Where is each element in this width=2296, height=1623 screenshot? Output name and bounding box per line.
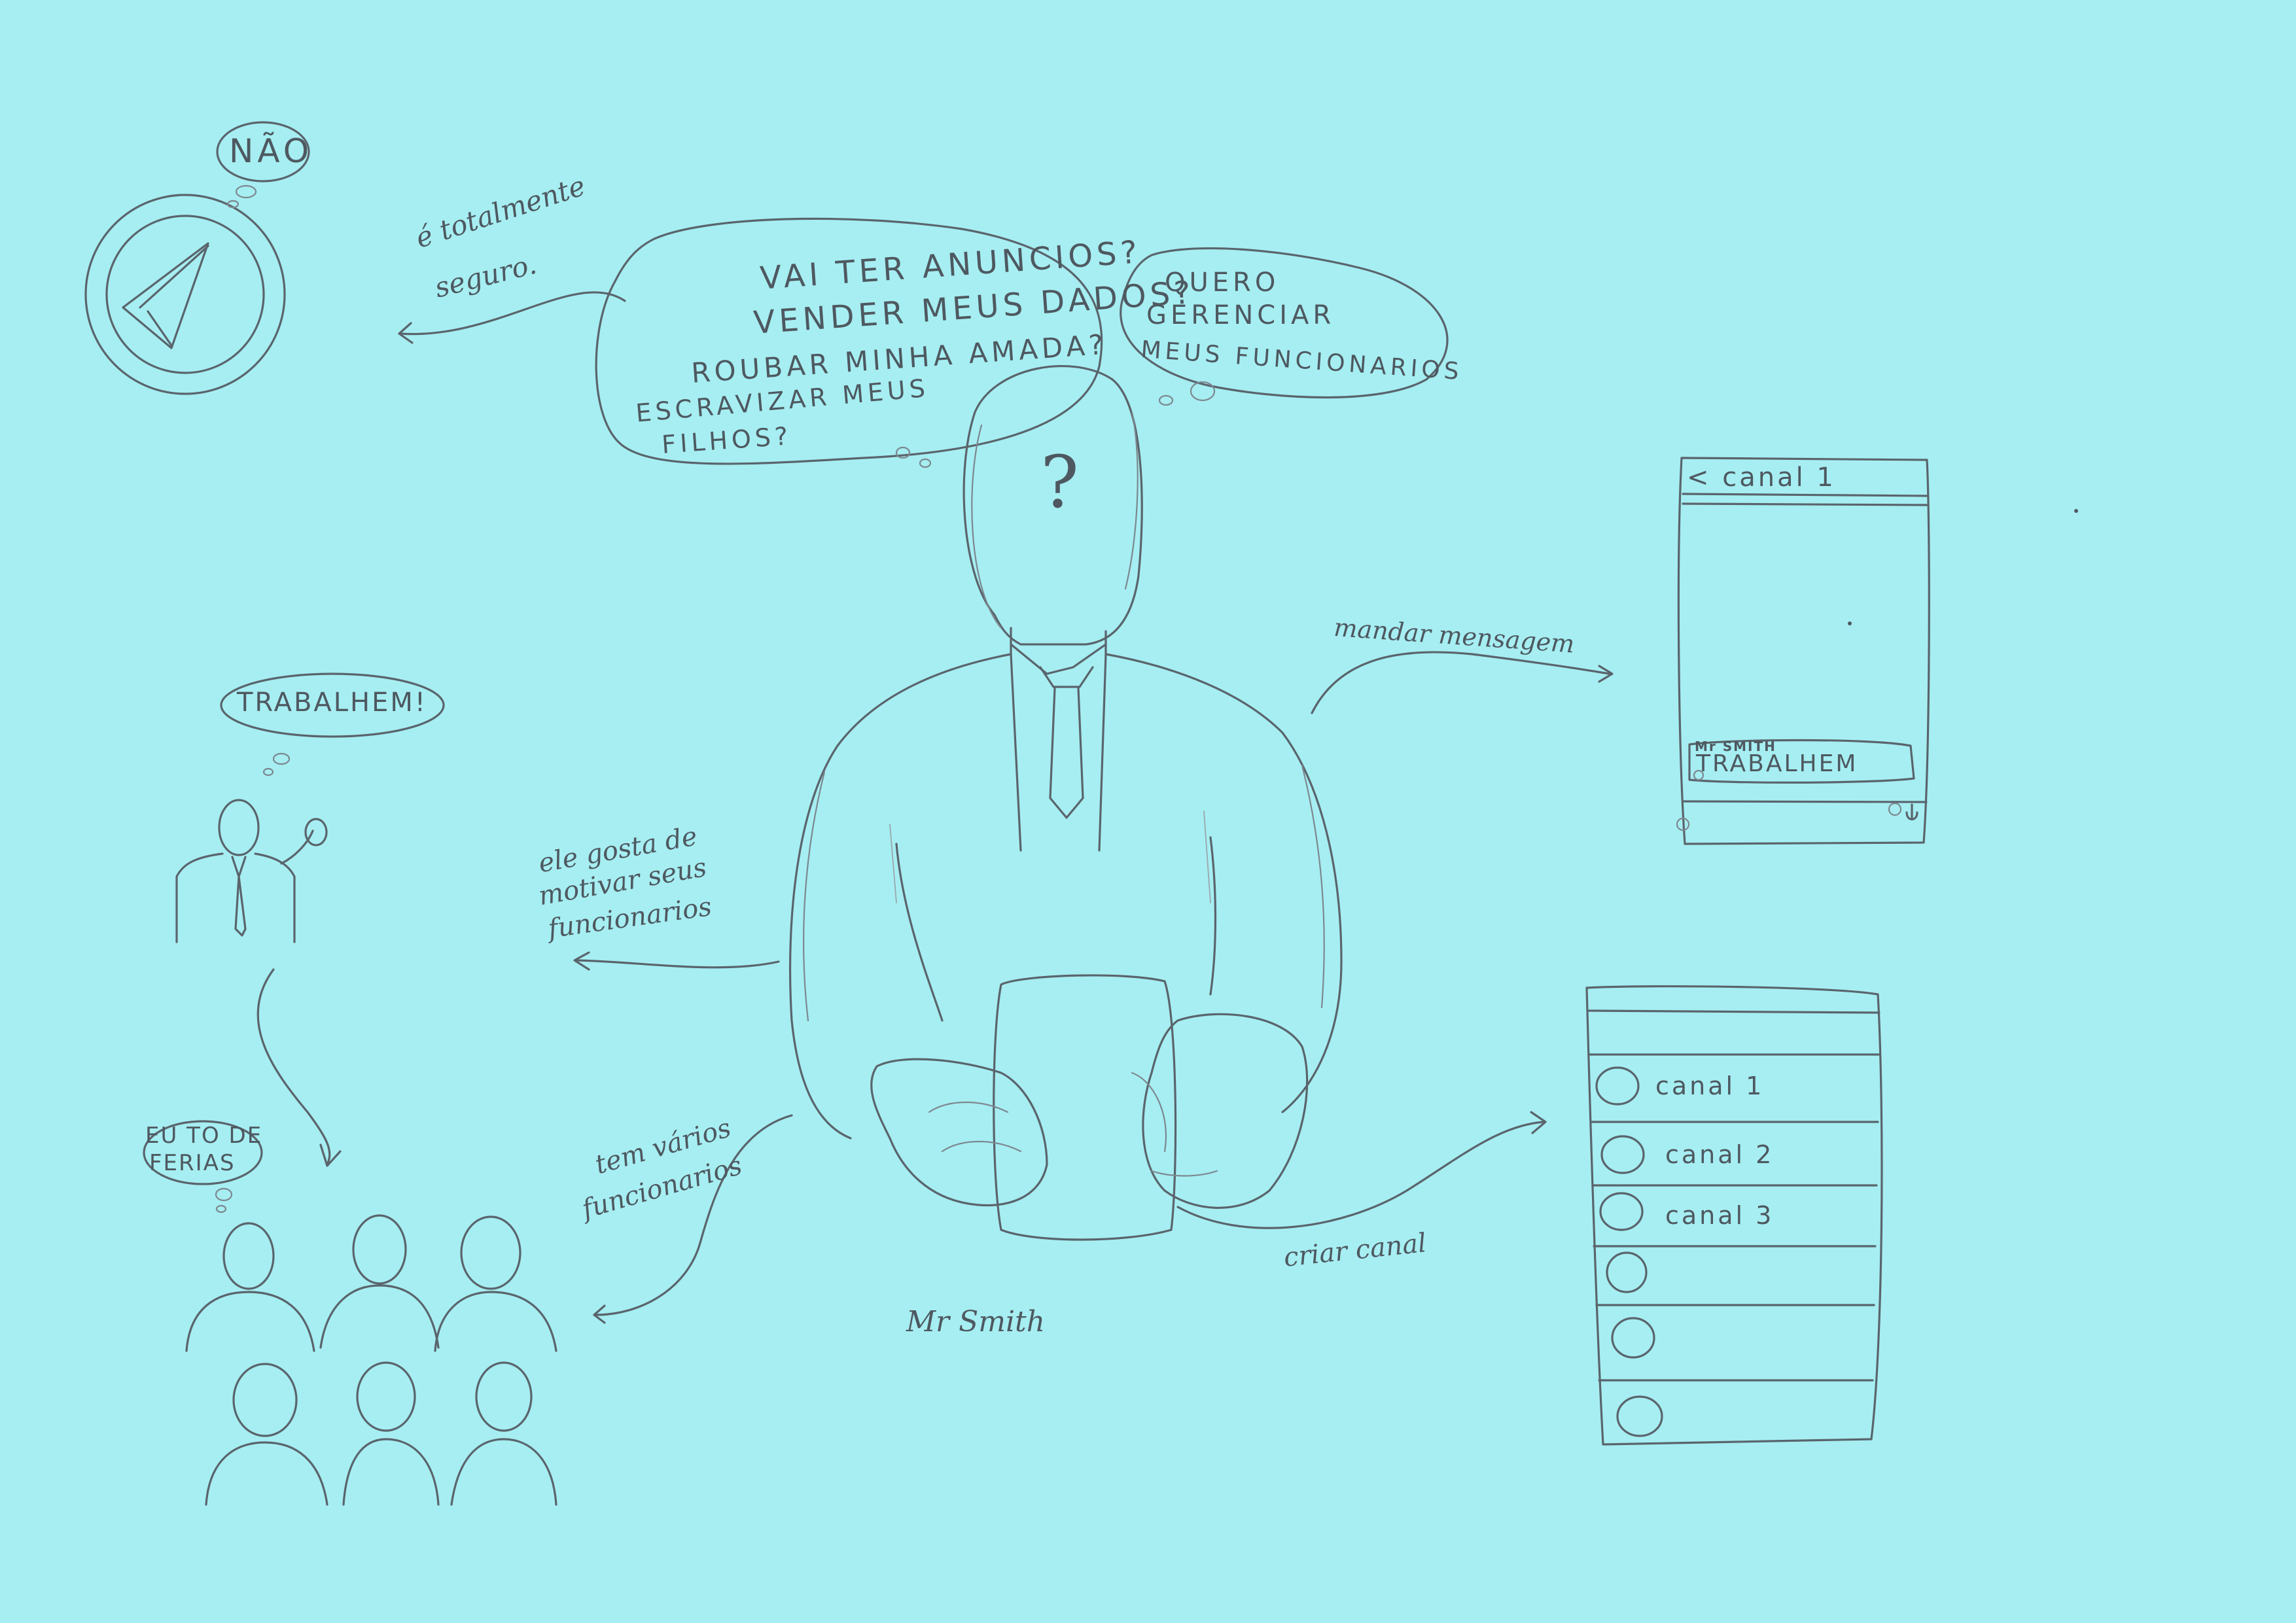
boss-small-figure [175, 799, 328, 943]
manage-line-2: GERENCIAR [1146, 300, 1335, 330]
channel-item-2-label[interactable]: canal 2 [1665, 1140, 1775, 1169]
employees-crowd [185, 1214, 557, 1506]
chat-message-text: TRABALHEM [1696, 750, 1858, 777]
nao-bubble-text: NÃO [229, 132, 313, 170]
channel-list-screen [1585, 985, 1883, 1446]
attach-icon [1888, 802, 1902, 816]
mic-icon [1905, 803, 1918, 821]
chat-message-sender: Mr SMITH [1695, 739, 1776, 754]
ferias-line-2: FERIAS [149, 1150, 236, 1176]
channel-item-3-label[interactable]: canal 3 [1665, 1201, 1775, 1230]
ferias-line-1: EU TO DE [145, 1123, 263, 1149]
manage-line-1: QUERO [1165, 268, 1280, 298]
chat-screen [1676, 457, 2078, 845]
question-mark-icon: ? [1040, 440, 1079, 524]
character-name: Mr Smith [906, 1305, 1046, 1338]
trabalhem-bubble [220, 672, 445, 777]
nao-bubble [216, 121, 310, 209]
mr-smith-figure [788, 365, 1343, 1241]
questions-bubble [595, 217, 1103, 468]
chat-header-title: < canal 1 [1687, 462, 1836, 493]
channel-item-1-label[interactable]: canal 1 [1655, 1072, 1765, 1100]
telegram-paper-plane-icon [84, 194, 286, 395]
manage-bubble [1120, 247, 1449, 406]
ferias-bubble [143, 1120, 263, 1213]
trabalhem-bubble-text: TRABALHEM! [237, 688, 427, 718]
